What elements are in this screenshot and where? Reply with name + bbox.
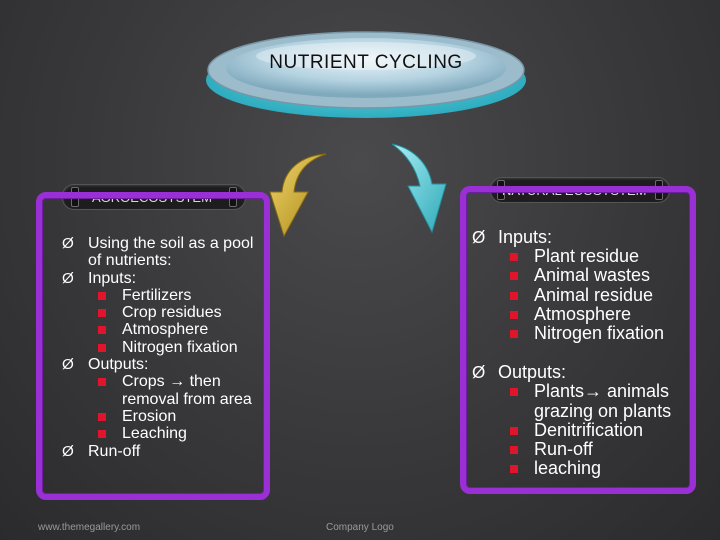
list-item: Ø Inputs:: [62, 270, 262, 287]
list-item-label: Outputs:: [498, 362, 567, 383]
square-bullet-icon: [98, 378, 106, 387]
square-bullet-icon: [510, 330, 518, 339]
sub-list-item: Erosion: [98, 408, 262, 425]
arrow-bullet-icon: Ø: [62, 442, 74, 460]
sub-list-item-label: Plant residue: [534, 246, 640, 267]
square-bullet-icon: [98, 309, 106, 318]
page-title: NUTRIENT CYCLING: [269, 52, 463, 73]
square-bullet-icon: [98, 412, 106, 421]
title-oval: [206, 31, 526, 118]
sub-list-item: Denitrification: [510, 419, 704, 440]
sub-list-item: Run-off: [510, 439, 704, 460]
list-item: Ø Inputs:: [472, 227, 704, 247]
sub-list-item-label: Nitrogen fixation: [534, 323, 665, 344]
square-bullet-icon: [98, 343, 106, 352]
sub-list-item-label: Animal residue: [534, 284, 654, 305]
sub-list-item: Leaching: [98, 425, 262, 442]
sub-list-item-label: Fertilizers: [122, 286, 192, 304]
sub-list-item: Plant residue: [510, 247, 704, 266]
sub-list-item-label: Leaching: [122, 425, 187, 443]
square-bullet-icon: [510, 253, 518, 262]
list-item-label: Run-off: [88, 442, 141, 460]
sub-list-item: leaching: [510, 459, 704, 478]
sub-list-item: Animal residue: [510, 284, 704, 305]
square-bullet-icon: [98, 430, 106, 439]
natural-ecosystem-panel: [460, 186, 696, 494]
list-item: Ø Using the soil as a pool of nutrients:: [62, 235, 262, 270]
sub-list-item: Nitrogen fixation: [98, 339, 262, 356]
agroecosystem-panel: [36, 192, 270, 500]
square-bullet-icon: [98, 291, 106, 300]
list-item-label: Outputs:: [88, 356, 149, 374]
sub-list-item-label: Crop residues: [122, 304, 222, 322]
sub-list-item-label: Denitrification: [534, 419, 644, 440]
sub-list-item-label: Erosion: [122, 407, 177, 425]
arrow-bullet-icon: Ø: [472, 363, 486, 383]
sub-list-item: Atmosphere: [98, 321, 262, 338]
footer-company-logo: Company Logo: [326, 522, 394, 533]
sub-list-item: Nitrogen fixation: [510, 323, 704, 344]
sub-list-item: Fertilizers: [98, 287, 262, 304]
sub-list-item: Plants→ animals grazing on plants: [510, 382, 704, 420]
square-bullet-icon: [510, 465, 518, 474]
list-item: Ø Outputs:: [62, 356, 262, 373]
sub-list-item: Atmosphere: [510, 303, 704, 324]
sub-list-item: Crops → then removal from area: [98, 373, 262, 408]
sub-list-item-label: Run-off: [534, 439, 593, 460]
square-bullet-icon: [510, 446, 518, 455]
arrow-bullet-icon: Ø: [62, 356, 74, 374]
square-bullet-icon: [510, 426, 518, 435]
list-item-label: Using the soil as a pool of nutrients:: [88, 235, 254, 270]
square-bullet-icon: [510, 310, 518, 319]
left-curved-arrow-icon: [269, 153, 327, 238]
square-bullet-icon: [510, 291, 518, 300]
right-curved-arrow-icon: [391, 143, 447, 234]
list-item: Ø Run-off: [62, 443, 262, 460]
square-bullet-icon: [510, 272, 518, 281]
sub-list-item: Crop residues: [98, 304, 262, 321]
arrow-bullet-icon: Ø: [62, 235, 74, 252]
arrow-bullet-icon: Ø: [62, 269, 74, 287]
sub-list-item-label: Animal wastes: [534, 265, 651, 286]
sub-list-item-label: Crops → then removal from area: [122, 373, 252, 408]
arrow-bullet-icon: Ø: [472, 228, 486, 247]
list-item: Ø Outputs:: [472, 362, 704, 383]
square-bullet-icon: [98, 326, 106, 335]
sub-list-item: Animal wastes: [510, 266, 704, 285]
square-bullet-icon: [510, 388, 518, 397]
list-item-label: Inputs:: [498, 227, 553, 247]
sub-list-item-label: Plants→ animals grazing on plants: [534, 381, 672, 421]
sub-list-item-label: Atmosphere: [122, 321, 209, 339]
sub-list-item-label: Atmosphere: [534, 303, 632, 324]
sub-list-item-label: Nitrogen fixation: [122, 338, 238, 356]
sub-list-item-label: leaching: [534, 458, 602, 479]
footer-website: www.themegallery.com: [38, 522, 141, 533]
list-item-label: Inputs:: [88, 269, 137, 287]
